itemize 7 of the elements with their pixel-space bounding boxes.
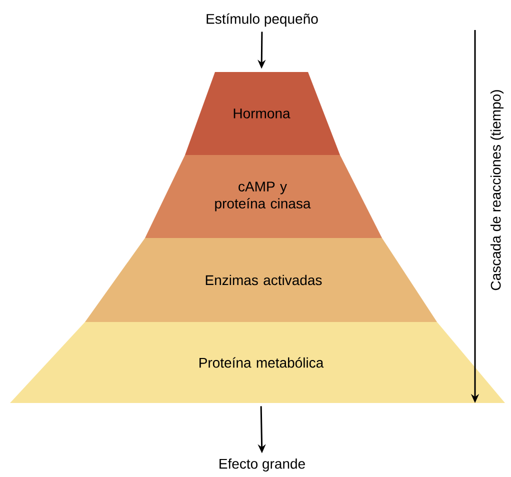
- caption-text: Efecto grande: [220, 458, 305, 472]
- pyramid-band: Enzimas activadas: [85, 238, 437, 322]
- axis-label: Cascada de reacciones (tiempo): [490, 90, 504, 290]
- pyramid-band: cAMP y proteína cinasa: [145, 155, 382, 238]
- pyramid-band: Proteína metabólica: [10, 322, 505, 403]
- pyramid-band: Hormona: [185, 72, 340, 155]
- caption-text: Estímulo pequeño: [206, 13, 318, 27]
